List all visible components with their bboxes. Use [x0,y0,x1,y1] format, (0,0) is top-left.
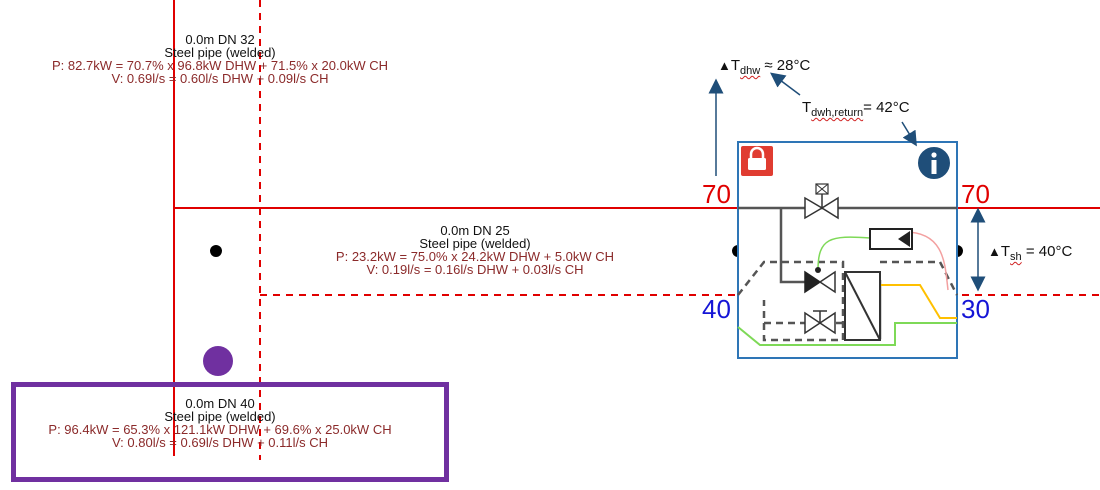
pipe-material: Steel pipe (welded) [419,236,531,251]
anno-label: T [802,99,812,116]
pipe-power: P: 96.4kW = 65.3% x 121.1kW DHW + 69.6% … [48,422,392,437]
valve-bottom[interactable] [804,310,836,335]
selection-highlight-box [11,382,449,482]
pipe-power: P: 23.2kW = 75.0% x 24.2kW DHW + 5.0kW C… [335,249,615,264]
pipe-flow: V: 0.19l/s = 0.16l/s DHW + 0.03l/s CH [366,262,584,277]
sh-delta-annotation: ▲Tsh = 40°C [988,243,1072,266]
return-temp-right: 30 [961,294,990,324]
internal-branch [779,208,805,284]
anno-value: ≈ 28°C [760,57,811,74]
internal-dashed-right [880,260,959,296]
supply-temp-right: 70 [961,179,990,209]
anno-value: = 40°C [1021,243,1073,260]
dwh-return-annotation: Tdwh,return= 42°C [802,99,910,122]
return-temp-left: 40 [702,294,731,324]
anno-value: = 42°C [863,99,910,116]
delta-symbol: ▲ [988,244,1001,259]
pipe-length-dn: 0.0m DN 40 [185,396,255,411]
anno-sub: dhw [740,65,761,77]
pink-line [904,231,949,291]
yellow-line [880,284,957,319]
valve-middle[interactable] [804,270,836,294]
pipe-flow: V: 0.80l/s = 0.69l/s DHW + 0.11l/s CH [111,435,329,450]
pipe-length-dn: 0.0m DN 25 [440,223,510,238]
green-line-top [817,236,871,271]
delta-symbol: ▲ [718,58,731,73]
dhw-delta-annotation: ▲Tdhw ≈ 28°C [718,57,810,80]
lock-icon[interactable] [741,146,773,176]
pipe-material: Steel pipe (welded) [164,45,276,60]
pipe-label-top[interactable]: 0.0m DN 32 Steel pipe (welded) P: 82.7kW… [10,33,430,85]
dhw-pointer-arrow [770,72,801,96]
green-line-bottom [737,322,957,346]
actuator[interactable] [869,228,913,250]
dwh-return-arrow [901,121,917,147]
node-left[interactable] [210,245,222,257]
internal-dashed-loop [737,260,845,342]
pipe-power: P: 82.7kW = 70.7% x 96.8kW DHW + 71.5% x… [52,58,388,73]
pipe-length-dn: 0.0m DN 32 [185,32,255,47]
anno-label: T [1000,243,1011,260]
info-icon[interactable] [916,145,952,181]
valve-top[interactable] [804,183,839,220]
pipe-label-bottom[interactable]: 0.0m DN 40 Steel pipe (welded) P: 96.4kW… [10,397,430,449]
supply-temp-left: 70 [702,179,731,209]
anno-sub: dwh,return [811,107,864,119]
selection-marker[interactable] [203,346,233,376]
anno-label: T [730,57,741,74]
sensor-dot [815,267,821,273]
heat-interface-unit[interactable] [737,141,959,359]
pipe-label-middle[interactable]: 0.0m DN 25 Steel pipe (welded) P: 23.2kW… [275,224,675,276]
pipe-flow: V: 0.69l/s = 0.60l/s DHW + 0.09l/s CH [111,71,329,86]
heat-exchanger[interactable] [844,271,881,341]
anno-sub: sh [1010,251,1022,263]
pipe-material: Steel pipe (welded) [164,409,276,424]
